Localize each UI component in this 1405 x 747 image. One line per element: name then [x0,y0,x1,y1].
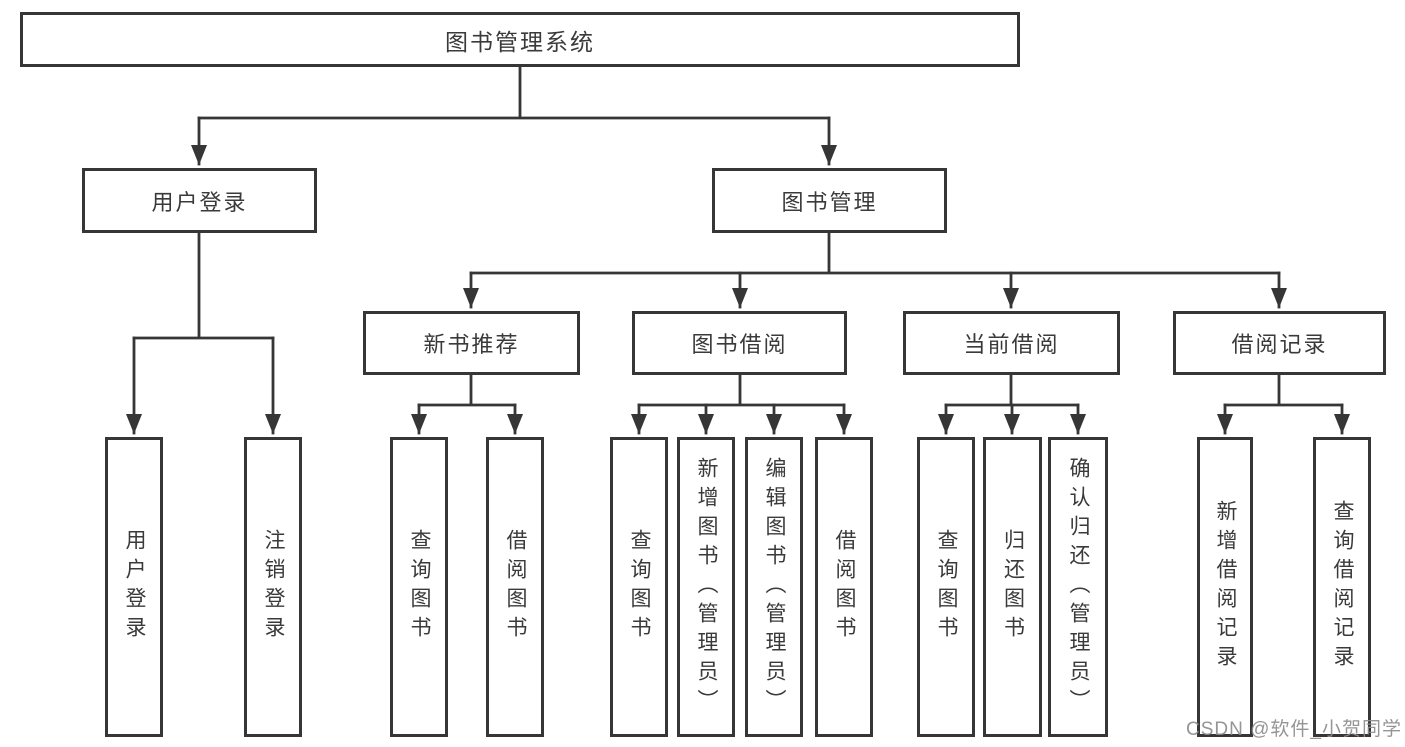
node-new-book-recommend: 新书推荐 [363,311,580,375]
connector-current-borrowing [938,373,1086,435]
node-book-borrowing: 图书借阅 [632,311,847,375]
node-add-books-admin: 新增图书（管理员） [677,437,735,737]
connector-borrowing-records [1217,373,1350,435]
node-borrow-books-1: 借阅图书 [486,437,544,737]
node-query-books-3-label: 查询图书 [935,529,958,645]
node-borrow-books-2: 借阅图书 [815,437,873,737]
connector-book-management [463,231,1287,309]
node-return-books-label: 归还图书 [1001,529,1025,645]
node-library-management-system-label: 图书管理系统 [445,28,595,55]
connector-user-login [126,231,281,435]
node-user-login: 用户登录 [82,168,317,233]
node-user-login-action-label: 用户登录 [123,529,146,645]
node-edit-books-admin: 编辑图书（管理员） [745,437,803,737]
node-query-books-1-label: 查询图书 [408,529,431,645]
node-book-borrowing-label: 图书借阅 [691,332,788,357]
connector-root [191,65,837,166]
node-current-borrowing-label: 当前借阅 [963,332,1060,357]
node-query-books-2-label: 查询图书 [628,529,651,645]
node-user-login-label: 用户登录 [151,189,248,215]
node-query-books-1: 查询图书 [390,437,448,737]
node-current-borrowing: 当前借阅 [903,311,1120,375]
node-borrowing-records-label: 借阅记录 [1231,332,1328,357]
node-edit-books-admin-label: 编辑图书（管理员） [763,456,786,718]
node-logout-label: 注销登录 [262,529,285,645]
node-logout: 注销登录 [244,437,302,737]
node-add-borrow-record: 新增借阅记录 [1197,437,1253,737]
node-query-books-2: 查询图书 [610,437,668,737]
node-confirm-return-admin-label: 确认归还（管理员） [1067,456,1090,718]
node-query-borrow-record: 查询借阅记录 [1313,437,1371,737]
csdn-watermark: CSDN @软件_小贺同学 [1186,719,1402,740]
node-borrow-books-1-label: 借阅图书 [504,529,527,645]
node-book-management-label: 图书管理 [781,189,878,215]
node-query-books-3: 查询图书 [917,437,975,737]
node-user-login-action: 用户登录 [105,437,163,737]
node-confirm-return-admin: 确认归还（管理员） [1048,437,1108,737]
connector-new-book-recommend [411,373,523,435]
node-borrowing-records: 借阅记录 [1173,311,1386,375]
connector-book-borrowing [631,373,852,435]
node-query-borrow-record-label: 查询借阅记录 [1331,500,1354,674]
node-book-management: 图书管理 [712,168,947,233]
node-return-books: 归还图书 [983,437,1042,737]
node-library-management-system: 图书管理系统 [20,12,1020,67]
node-add-borrow-record-label: 新增借阅记录 [1214,500,1237,674]
node-new-book-recommend-label: 新书推荐 [423,332,520,357]
node-add-books-admin-label: 新增图书（管理员） [695,456,718,718]
node-borrow-books-2-label: 借阅图书 [833,529,856,645]
